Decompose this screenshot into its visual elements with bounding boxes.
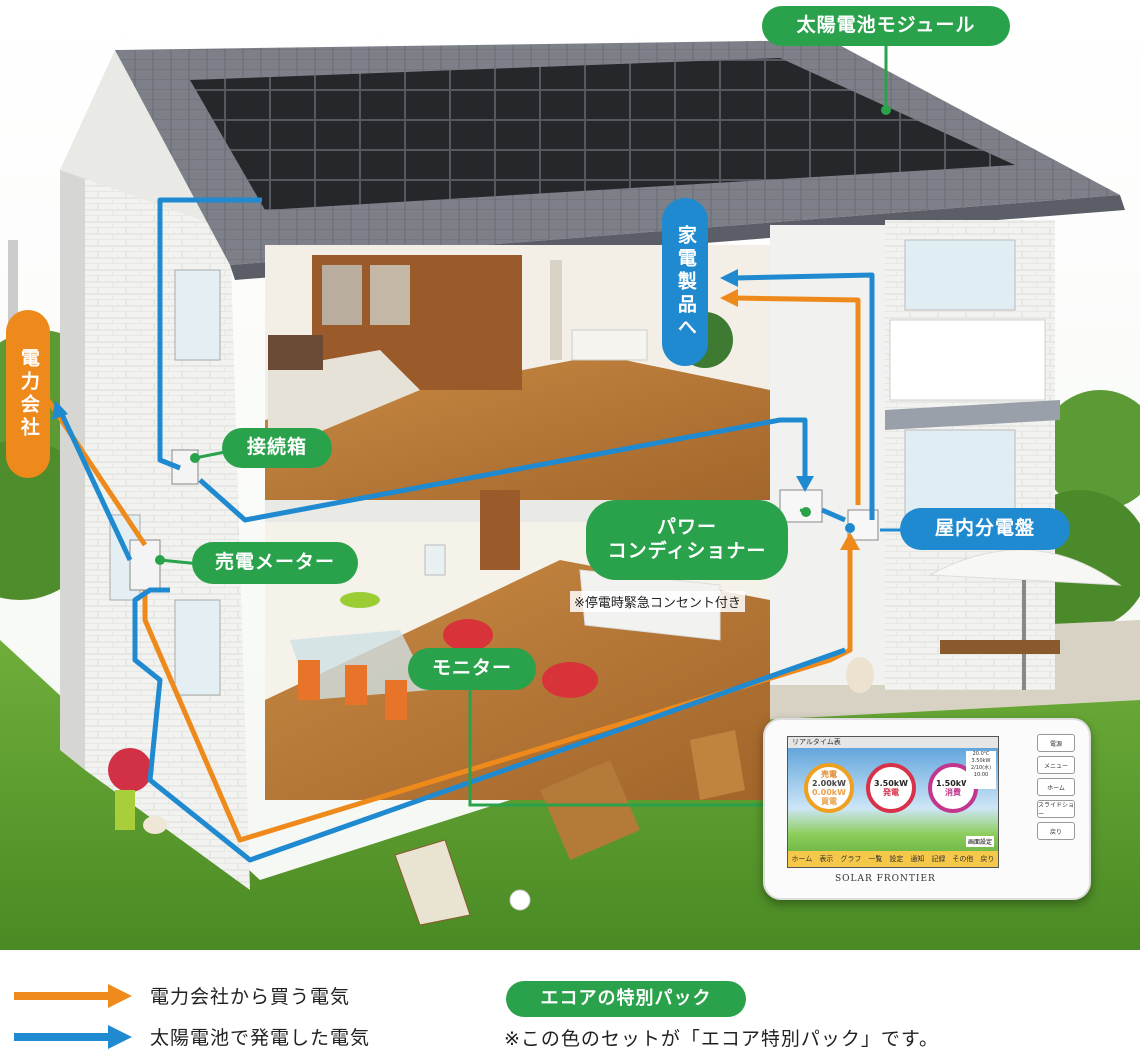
screen-nav-item[interactable]: 戻り (980, 855, 995, 863)
home-button[interactable]: ホーム (1037, 778, 1075, 796)
garden-items (108, 549, 1122, 926)
weather-date: 2/10(水) (970, 765, 992, 771)
gauge-sale: 売電 2.00kW 0.00kW 買電 (804, 763, 854, 813)
blue-arrow-icon (14, 1024, 132, 1049)
gauge-generation-label: 発電 (883, 788, 899, 797)
power-conditioner-line2: コンディショナー (607, 540, 767, 562)
power-conditioner-line1: パワー (656, 516, 717, 539)
indoor-panel-label: 屋内分電盤 (900, 508, 1070, 550)
solar-power-lines (57, 197, 875, 863)
weather-temp: 20.0℃ (972, 751, 990, 757)
screen-badge: 画面設定 (965, 836, 994, 847)
gauge-buy-label: 買電 (821, 797, 837, 807)
monitor-device: リアルタイム表 売電 2.00kW 0.00kW 買電 3.50kW 発電 1.… (763, 718, 1091, 900)
screen-nav-bar: ホーム 表示 グラフ 一覧 設定 通知 記録 その他 戻り (788, 851, 998, 867)
screen-title: リアルタイム表 (788, 737, 998, 748)
power-company-label: 電力会社 (6, 310, 50, 478)
gauge-generation-value: 3.50kW (874, 778, 908, 788)
gauge-sale-top: 売電 (821, 769, 837, 779)
slideshow-button[interactable]: スライドショー (1037, 800, 1075, 818)
legend-buy-text: 電力会社から買う電気 (150, 986, 351, 1008)
screen-nav-item[interactable]: 表示 (819, 855, 834, 863)
eco-pack-note: ※この色のセットが「エコア特別パック」です。 (504, 1028, 940, 1050)
gauge-sale-value: 2.00kW (812, 778, 846, 788)
power-conditioner-label: パワー コンディショナー (586, 500, 788, 580)
screen-nav-item[interactable]: ホーム (791, 855, 813, 863)
appliances-label: 家電製品へ (662, 198, 708, 366)
screen-nav-item[interactable]: 通知 (910, 855, 925, 863)
gauge-consumption-value: 1.50kW (936, 778, 970, 788)
weather-power: 3.50kW (971, 758, 991, 764)
weather-info: 20.0℃ 3.50kW 2/10(水) 10:00 (966, 751, 996, 789)
solar-module-label: 太陽電池モジュール (762, 6, 1010, 46)
screen-nav-item[interactable]: グラフ (840, 855, 862, 863)
back-button[interactable]: 戻り (1037, 822, 1075, 840)
orange-arrow-icon (14, 983, 132, 1008)
sale-meter-label: 売電メーター (192, 542, 358, 584)
power-button[interactable]: 電源 (1037, 734, 1075, 752)
monitor-label: モニター (408, 648, 536, 690)
screen-nav-item[interactable]: 設定 (889, 855, 904, 863)
legend-solar-text: 太陽電池で発電した電気 (150, 1027, 371, 1049)
living-furniture (290, 490, 721, 720)
monitor-screen: リアルタイム表 売電 2.00kW 0.00kW 買電 3.50kW 発電 1.… (787, 736, 999, 868)
gauge-consumption-label: 消費 (945, 788, 961, 797)
legend-buy: 電力会社から買う電気 (14, 982, 350, 1009)
junction-box-label: 接続箱 (222, 428, 332, 468)
screen-nav-item[interactable]: 記録 (931, 855, 946, 863)
eco-pack-label: エコアの特別パック (506, 981, 746, 1017)
screen-nav-item[interactable]: その他 (952, 855, 974, 863)
legend-solar: 太陽電池で発電した電気 (14, 1023, 370, 1050)
brand-logo: SOLAR FRONTIER (835, 874, 936, 884)
power-conditioner-device (779, 489, 823, 523)
weather-time: 10:00 (973, 772, 989, 778)
solar-panels (190, 58, 1015, 210)
gauge-buy-value: 0.00kW (812, 788, 846, 797)
gauge-generation: 3.50kW 発電 (866, 763, 916, 813)
menu-button[interactable]: メニュー (1037, 756, 1075, 774)
outlet-note: ※停電時緊急コンセント付き (570, 591, 745, 612)
sale-meter-device (129, 539, 161, 591)
screen-nav-item[interactable]: 一覧 (868, 855, 883, 863)
